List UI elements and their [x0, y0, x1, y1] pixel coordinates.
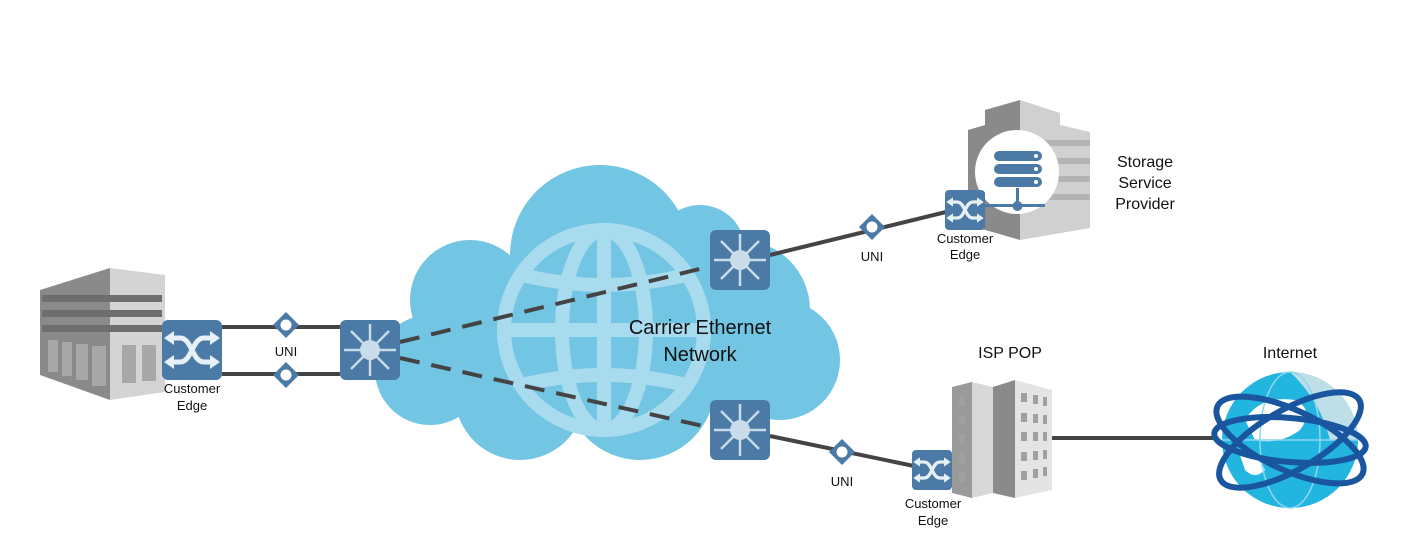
switch-icon[interactable]	[943, 188, 987, 232]
switch-icon[interactable]	[910, 448, 954, 492]
customer-edge-label-1: Customer	[937, 231, 994, 246]
uni-diamond-icon[interactable]	[829, 439, 855, 465]
evc-upper	[399, 264, 713, 344]
uni-label-bottom: UNI	[831, 474, 853, 489]
customer-edge-label-1: Customer	[164, 381, 221, 396]
uni-label-top: UNI	[861, 249, 883, 264]
uni-diamond-icon[interactable]	[273, 312, 299, 338]
uni-label-left: UNI	[275, 344, 297, 359]
internet-label: Internet	[1263, 345, 1318, 362]
switch-icon[interactable]	[162, 320, 222, 380]
customer-edge-label-2: Edge	[918, 513, 948, 528]
customer-edge-label-2: Edge	[177, 398, 207, 413]
storage-server-icon	[968, 100, 1090, 240]
router-icon[interactable]	[708, 398, 772, 462]
isp-pop-label: ISP POP	[978, 345, 1042, 362]
isp-building-icon	[952, 380, 1052, 498]
customer-edge-label-2: Edge	[950, 247, 980, 262]
storage-label-2: Service	[1118, 175, 1171, 192]
link-storage	[769, 210, 947, 257]
cloud-label-line1: Carrier Ethernet	[629, 317, 772, 339]
uni-diamond-icon[interactable]	[859, 214, 885, 240]
customer-edge-label-1: Customer	[905, 496, 962, 511]
evc-lower	[399, 356, 713, 430]
uni-diamond-icon[interactable]	[273, 362, 299, 388]
internet-globe-icon	[1211, 371, 1369, 509]
router-icon[interactable]	[708, 228, 772, 292]
storage-label-1: Storage	[1117, 154, 1173, 171]
cloud-label-line2: Network	[663, 344, 737, 366]
router-icon[interactable]	[338, 318, 402, 382]
office-building-icon	[40, 268, 165, 400]
storage-label-3: Provider	[1115, 196, 1175, 213]
globe-icon	[497, 223, 711, 437]
